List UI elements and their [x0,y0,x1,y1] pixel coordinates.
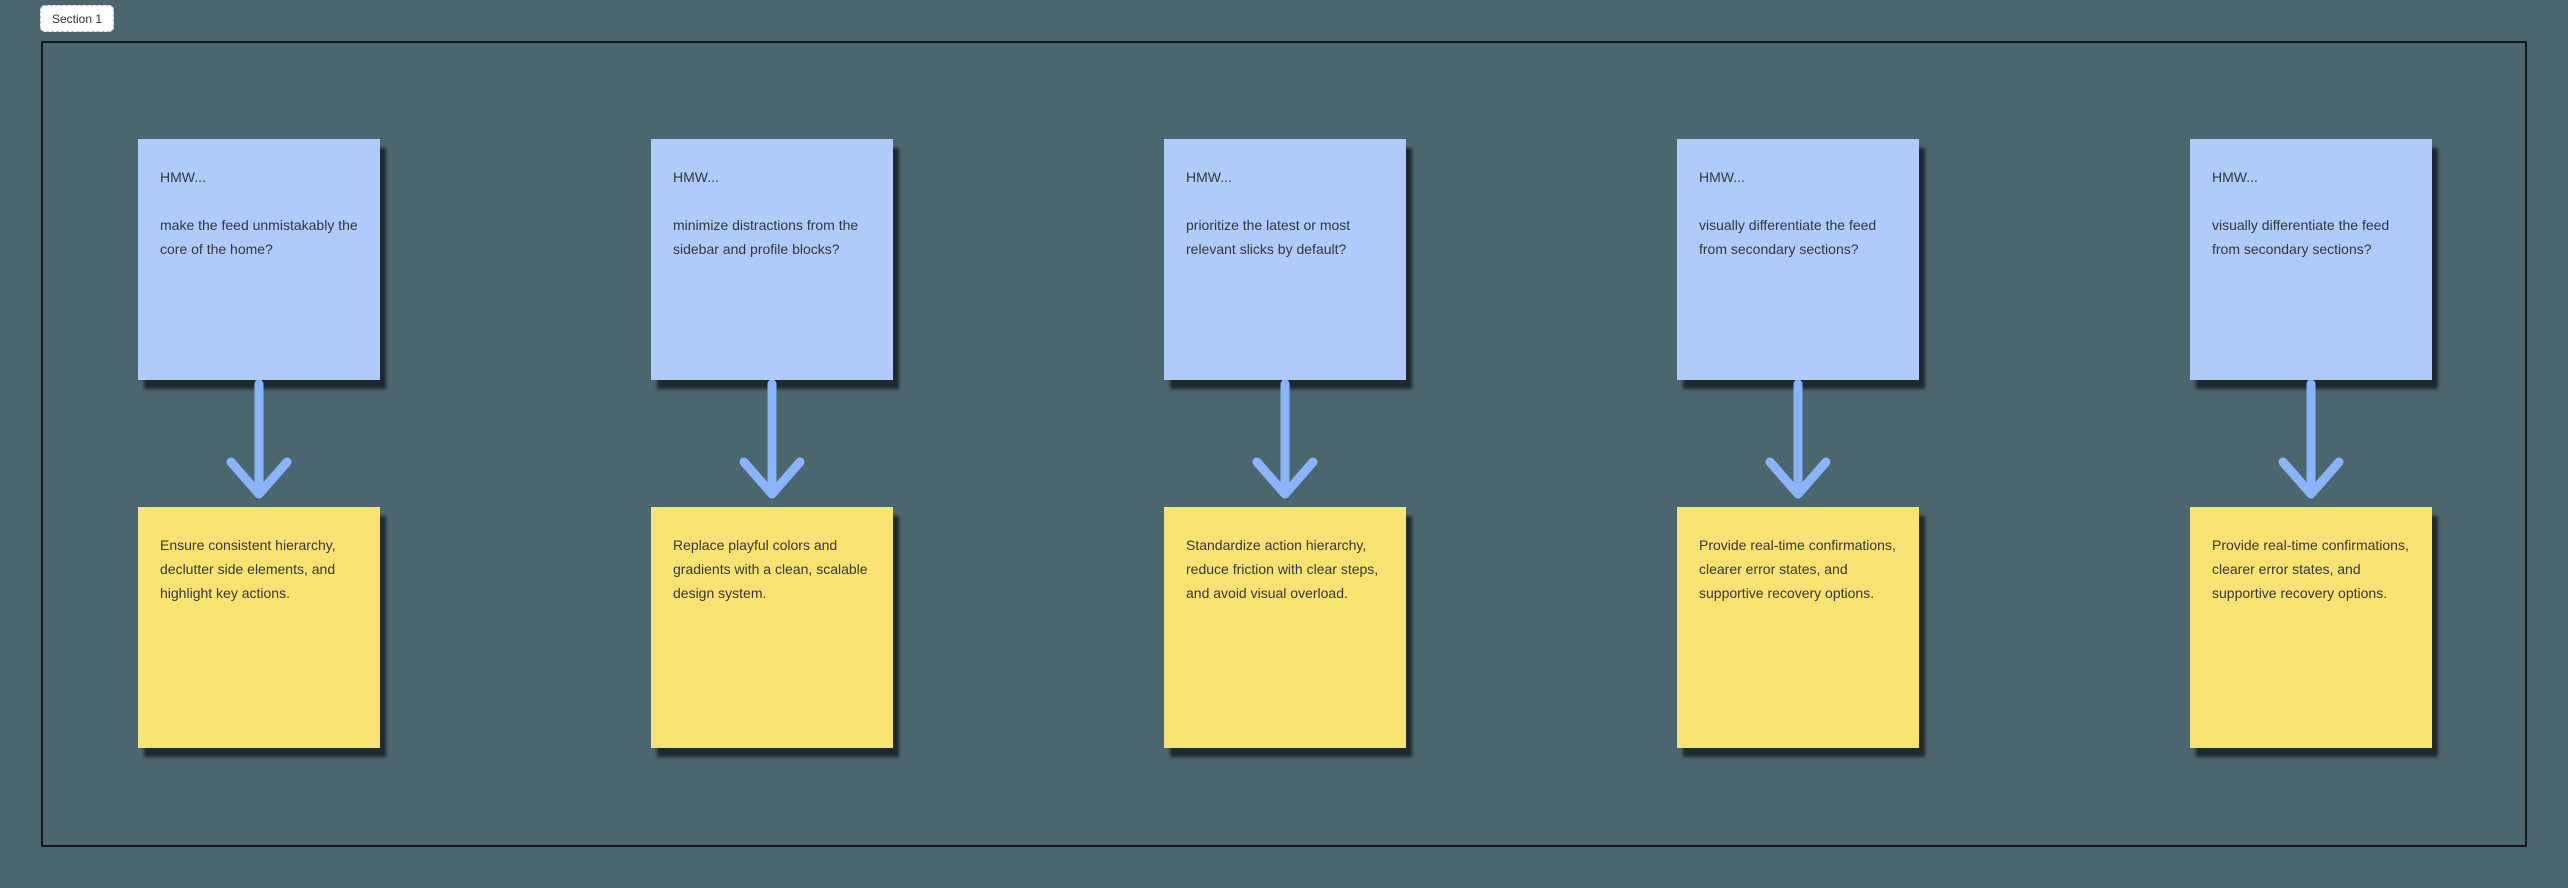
hmw-label: HMW... [160,169,206,185]
sticky-note-hmw-question[interactable]: HMW... minimize distractions from the si… [651,139,893,380]
section-label[interactable]: Section 1 [40,5,115,32]
arrow-down-icon [226,380,292,499]
hmw-column: HMW... prioritize the latest or most rel… [1164,139,1406,748]
connector-arrow-down[interactable] [1250,380,1320,507]
arrow-down-icon [739,380,805,499]
connector-arrow-down[interactable] [224,380,294,507]
arrow-down-icon [1252,380,1318,499]
arrow-down-icon [1765,380,1831,499]
hmw-column: HMW... make the feed unmistakably the co… [138,139,380,748]
sticky-note-solution[interactable]: Standardize action hierarchy, reduce fri… [1164,507,1406,748]
hmw-question-text: minimize distractions from the sidebar a… [673,217,859,257]
hmw-columns: HMW... make the feed unmistakably the co… [43,43,2525,845]
hmw-question-text: prioritize the latest or most relevant s… [1186,217,1351,257]
sticky-note-solution[interactable]: Replace playful colors and gradients wit… [651,507,893,748]
hmw-question-text: visually differentiate the feed from sec… [2212,217,2390,257]
hmw-column: HMW... visually differentiate the feed f… [1677,139,1919,748]
solution-text: Replace playful colors and gradients wit… [673,537,868,601]
sticky-note-hmw-question[interactable]: HMW... visually differentiate the feed f… [1677,139,1919,380]
connector-arrow-down[interactable] [1763,380,1833,507]
solution-text: Provide real-time confirmations, clearer… [2212,537,2409,601]
sticky-note-solution[interactable]: Provide real-time confirmations, clearer… [2190,507,2432,748]
hmw-label: HMW... [673,169,719,185]
solution-text: Standardize action hierarchy, reduce fri… [1186,537,1379,601]
section-frame[interactable]: HMW... make the feed unmistakably the co… [41,41,2527,847]
arrow-down-icon [2278,380,2344,499]
connector-arrow-down[interactable] [737,380,807,507]
sticky-note-hmw-question[interactable]: HMW... prioritize the latest or most rel… [1164,139,1406,380]
connector-arrow-down[interactable] [2276,380,2346,507]
hmw-question-text: visually differentiate the feed from sec… [1699,217,1877,257]
solution-text: Provide real-time confirmations, clearer… [1699,537,1896,601]
sticky-note-solution[interactable]: Provide real-time confirmations, clearer… [1677,507,1919,748]
solution-text: Ensure consistent hierarchy, declutter s… [160,537,336,601]
hmw-column: HMW... minimize distractions from the si… [651,139,893,748]
sticky-note-solution[interactable]: Ensure consistent hierarchy, declutter s… [138,507,380,748]
sticky-note-hmw-question[interactable]: HMW... visually differentiate the feed f… [2190,139,2432,380]
hmw-question-text: make the feed unmistakably the core of t… [160,217,358,257]
hmw-label: HMW... [1699,169,1745,185]
hmw-label: HMW... [1186,169,1232,185]
hmw-column: HMW... visually differentiate the feed f… [2190,139,2432,748]
hmw-label: HMW... [2212,169,2258,185]
sticky-note-hmw-question[interactable]: HMW... make the feed unmistakably the co… [138,139,380,380]
